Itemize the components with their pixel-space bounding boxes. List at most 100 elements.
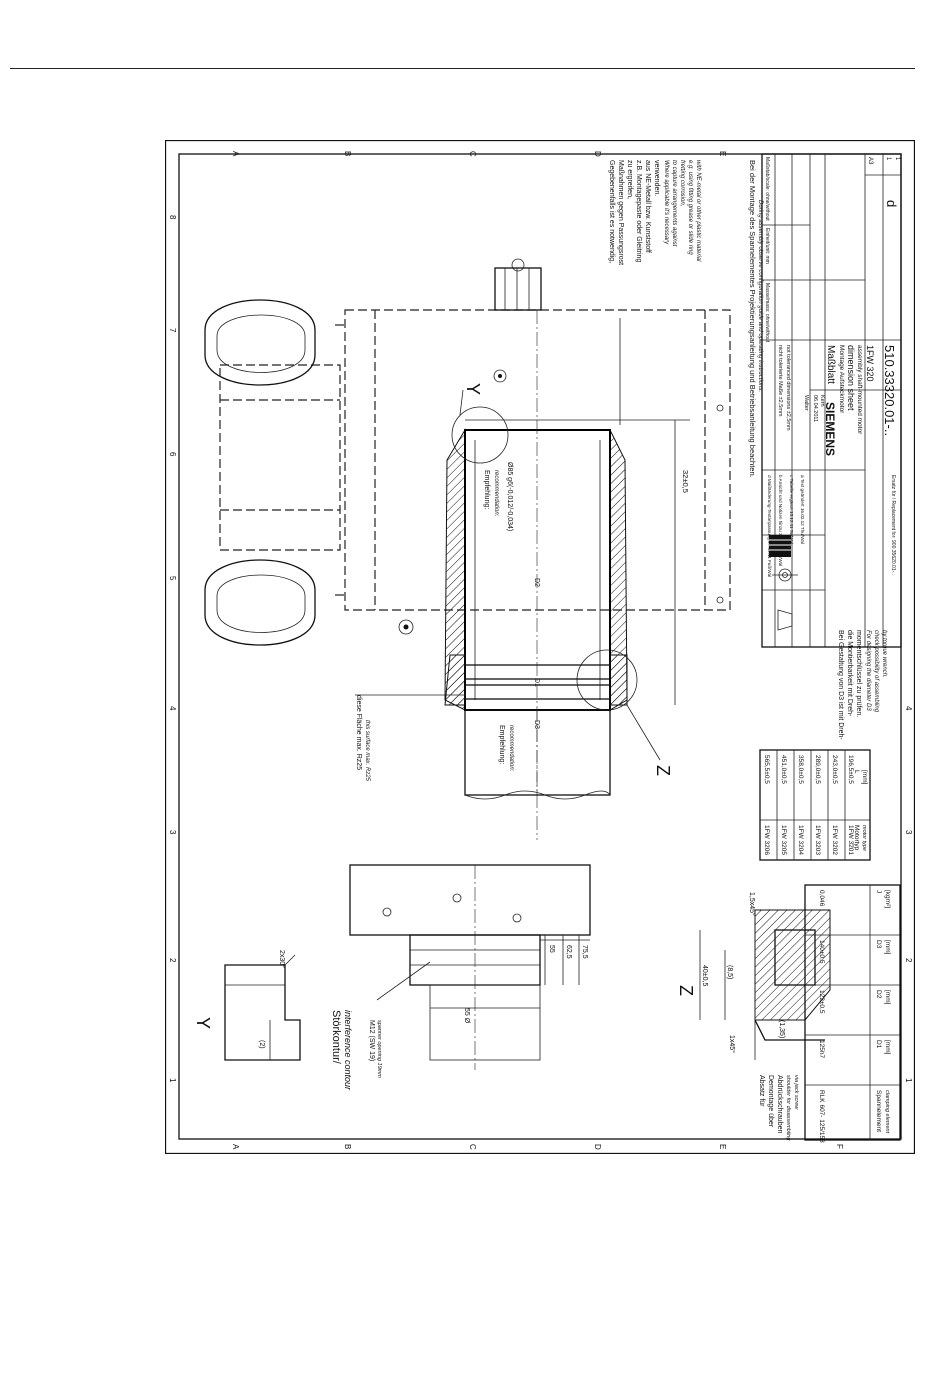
dimension-d2: D2 <box>533 578 540 587</box>
tb-sheet: 1 <box>885 157 891 161</box>
tb-drawn-by: Kern <box>819 395 825 407</box>
svg-text:via jack screw: via jack screw <box>793 1075 799 1110</box>
note-main-de: Bei der Montage des Spannelementes Proje… <box>748 160 757 478</box>
siemens-logo: SIEMENS <box>823 402 837 456</box>
zone-numbers-right: 4 3 2 1 <box>904 706 913 1083</box>
motor-row-3-l: 358,0±0,5 <box>797 755 804 784</box>
conformity-logo-icon <box>769 535 791 557</box>
zone-numbers-left: 8 7 6 5 4 3 2 1 <box>168 215 177 1083</box>
tb-revision: d <box>884 200 899 207</box>
note-d3: Bei Gestaltung von D3 ist mit Dreh- die … <box>837 630 887 740</box>
svg-text:75,5: 75,5 <box>581 945 588 959</box>
motor-head-l-unit: [mm] <box>861 770 868 785</box>
svg-text:Demontage über: Demontage über <box>767 1075 774 1128</box>
tb-unit: Einheit/unit: mm <box>764 228 770 264</box>
element-name: RLK 607- 125/153 <box>818 1090 825 1143</box>
svg-text:with NE-metal or other plastic: with NE-metal or other plastic material <box>695 160 701 262</box>
svg-text:For designing the diameter D3: For designing the diameter D3 <box>865 630 871 711</box>
tb-motor: 1FW 320 <box>865 345 875 382</box>
tb-scale: Maßstab/scale: ohne/without <box>764 157 770 221</box>
interference-label-en: interference contour <box>343 1010 353 1091</box>
svg-text:momentschlüssel zu prüfen.: momentschlüssel zu prüfen. <box>855 630 862 717</box>
zone-letters-top: A B C D E <box>231 151 727 157</box>
tb-document-number: 510.33320.01-.. <box>882 345 897 436</box>
lifting-eye-bottom <box>204 559 316 646</box>
svg-text:Abdrückschrauben: Abdrückschrauben <box>776 1075 783 1133</box>
motor-table: 1FW 3206 565,5±0,5 1FW 3205 451,0±0,5 1F… <box>759 749 871 861</box>
svg-text:z.B. Montagepaste oder Gleitri: z.B. Montagepaste oder Gleitring <box>635 160 642 262</box>
motor-row-6-type: 1FW 3201 <box>847 825 854 855</box>
zone-c-top: C <box>468 151 477 157</box>
hollow-shaft-section <box>444 428 628 711</box>
element-head-name-en: clamping element <box>884 1090 890 1134</box>
motor-housing-outline <box>335 309 731 611</box>
zone-7-left: 7 <box>168 328 177 333</box>
dim-2x30: 2x30° <box>278 950 286 968</box>
tb-subtitle-de: Montage Aufsteckmotor <box>838 345 845 414</box>
dimension-d1: D1 <box>533 678 540 687</box>
element-head-d3: D3 <box>875 940 882 949</box>
tb-sheets: 1 <box>894 157 900 161</box>
zone-d-bottom: D <box>593 1144 602 1150</box>
tb-drawn-date: 06.04.2011 <box>812 395 818 422</box>
svg-text:(8,5): (8,5) <box>726 965 733 979</box>
zone-4-left: 4 <box>168 706 177 711</box>
svg-text:1,5x45°: 1,5x45° <box>748 892 756 916</box>
note-fretting: Gegebenenfalls ist es notwendig, Maßnahm… <box>608 160 701 265</box>
recommendation-top-en: recommendation: <box>493 470 499 517</box>
tb-tolerance-en: not toleranced dimensions ±2,5mm <box>785 345 791 431</box>
element-head-d1: D1 <box>875 1040 882 1049</box>
motor-head-type-de: Motortyp <box>853 825 860 851</box>
zone-c-bottom: C <box>468 1144 477 1150</box>
element-d1: 125h7 <box>818 1040 825 1058</box>
zone-a-top: A <box>231 151 240 157</box>
motor-row-3-type: 1FW 3204 <box>797 825 804 855</box>
interference-dimensions: 55 62,5 75,5 55 Ø <box>430 935 590 1024</box>
interference-contour-view <box>349 864 591 1070</box>
element-table: RLK 607- 125/153 125h7 122±0,5 140±0,5 0… <box>804 884 901 1143</box>
motor-head-l: L <box>853 770 860 774</box>
tb-subtitle-en: assembly shaft-mounted motor <box>856 345 863 435</box>
zone-3-right: 3 <box>904 830 913 835</box>
element-d2: 122±0,5 <box>818 990 825 1014</box>
svg-text:verwenden.: verwenden. <box>653 160 660 196</box>
motor-row-5-type: 1FW 3202 <box>831 825 838 855</box>
zone-d-top: D <box>593 151 602 157</box>
motor-row-4-l: 289,0±0,5 <box>814 755 821 784</box>
svg-text:55 Ø: 55 Ø <box>463 1008 470 1024</box>
tb-checked-by: Walter <box>803 395 809 411</box>
element-head-d2-unit: [mm] <box>884 990 891 1005</box>
svg-text:die Montierbarkeit mit Dreh-: die Montierbarkeit mit Dreh- <box>846 630 853 717</box>
detail-y-label: Y <box>463 383 483 395</box>
zone-1-right: 1 <box>904 1078 913 1083</box>
detail-z-view <box>754 909 831 1060</box>
fit-tolerance: Ø85 g6(-0,012/-0,034) <box>506 462 513 531</box>
svg-text:Maßnahmen gegen Passungsrost: Maßnahmen gegen Passungsrost <box>617 160 624 265</box>
zone-e-bottom: E <box>718 1144 727 1149</box>
svg-text:shoulder for disassembling: shoulder for disassembling <box>785 1075 791 1141</box>
tb-replacement: Ersatz für / Replacement for: 900.35620.… <box>890 475 896 575</box>
element-head-d3-unit: [mm] <box>884 940 891 955</box>
motor-row-1-l: 565,5±0,5 <box>763 755 770 784</box>
detail-z-title: Z <box>676 985 696 996</box>
element-head-j: J <box>875 890 882 893</box>
svg-text:zu ergreifen,: zu ergreifen, <box>626 160 633 199</box>
tb-title-en: dimension sheet <box>846 345 856 411</box>
m12-label: M12 (SW 19) <box>368 1020 375 1061</box>
svg-text:Absatz für: Absatz für <box>758 1075 765 1107</box>
svg-text:40±0,5: 40±0,5 <box>701 965 708 986</box>
detail-y-title: Y <box>193 1017 213 1029</box>
dimension-d3: D3 <box>533 720 540 729</box>
element-head-d1-unit: [mm] <box>884 1040 891 1055</box>
tb-rev-row-4: a Text geändert 16.02.12 Thu/Wal <box>800 475 805 544</box>
recommendation-bottom-de: Empfehlung: <box>498 725 505 764</box>
recommendation-bottom-en: recommendation: <box>508 725 514 772</box>
motor-row-1-type: 1FW 3206 <box>763 825 770 855</box>
svg-text:55: 55 <box>548 945 555 953</box>
dimension-32: 32±0,5 <box>465 419 690 705</box>
motor-row-6-l: 196,5±0,5 <box>847 755 854 784</box>
element-head-name-de: Spannelement <box>875 1090 882 1132</box>
element-head-j-unit: [kgm²] <box>884 890 891 908</box>
tb-mass: Masse/mass: ohne/without <box>764 283 770 343</box>
drawing-sheet: A B C D E A B C D E F 8 7 6 5 4 3 2 1 4 … <box>165 140 915 1154</box>
